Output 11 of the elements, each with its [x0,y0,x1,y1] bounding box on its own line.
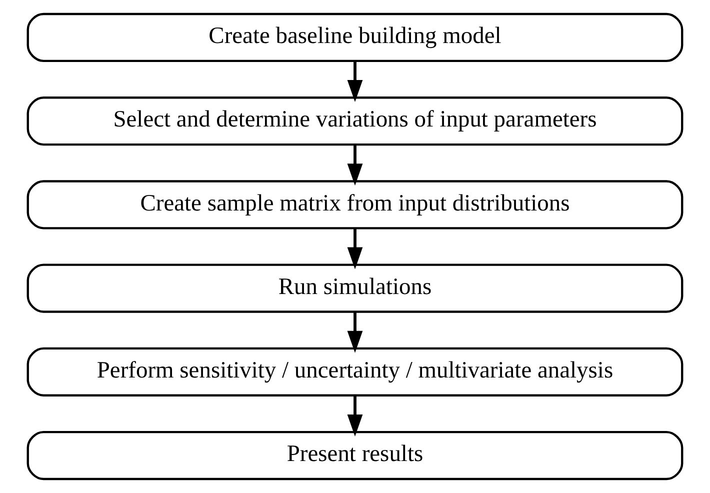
node-box: Run simulations [26,264,684,313]
node-box: Perform sensitivity / uncertainty / multivariate analysis [26,347,684,396]
arrow [347,144,363,186]
arrow [347,312,363,353]
node-box: Create sample matrix from input distributions [26,180,684,230]
node-box: Create baseline building model [26,12,684,62]
arrow [347,228,363,270]
node-box: Present results [26,430,684,480]
arrow [347,395,363,436]
arrow [347,60,363,102]
node-box: Select and determine variations of input parameters [26,96,684,146]
